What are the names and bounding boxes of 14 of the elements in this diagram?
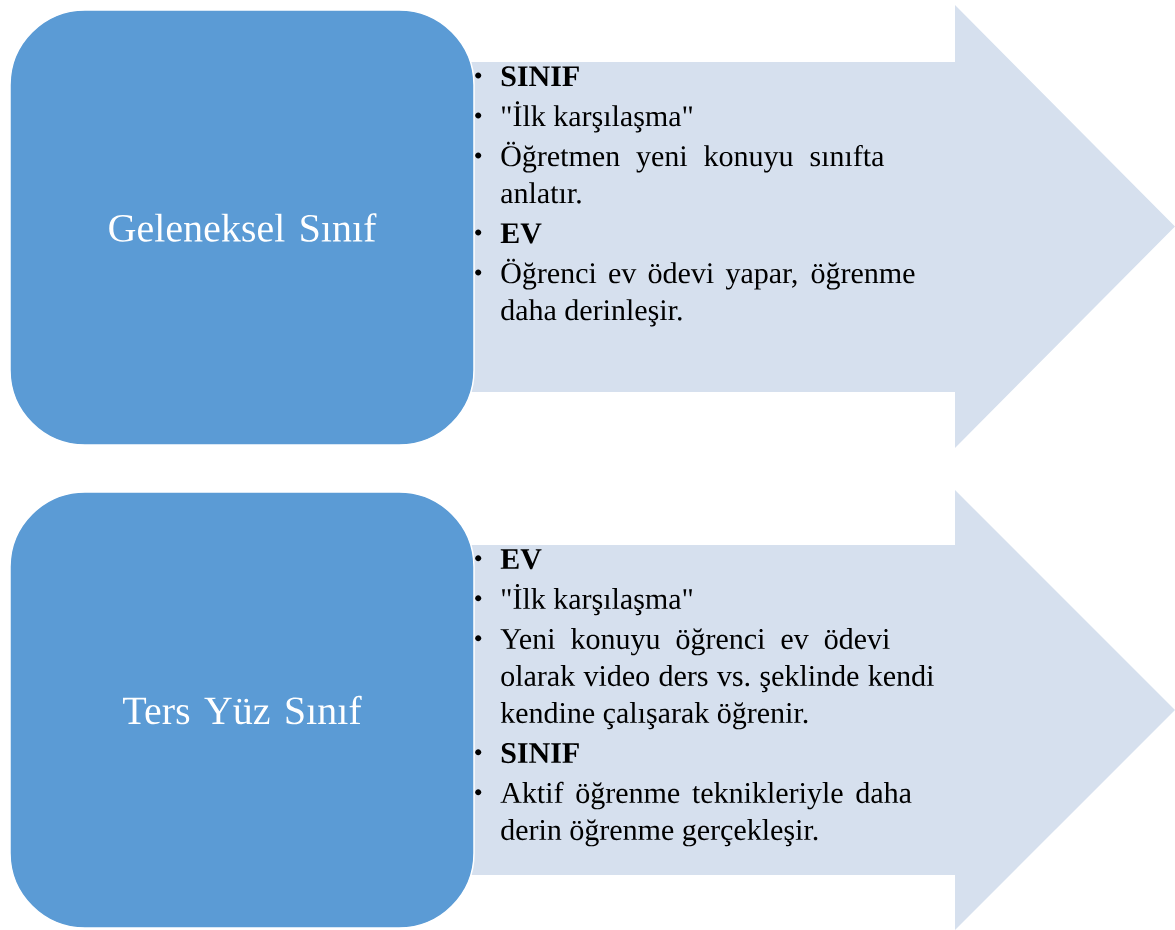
- list-item: Öğretmen yeni konuyu sınıfta anlatır.: [475, 141, 885, 204]
- list-item: EV: [475, 549, 542, 570]
- list-item: EV: [475, 223, 542, 244]
- list-item: "İlk karşılaşma": [475, 101, 692, 133]
- rounded-box: Ters Yüz Sınıf: [9, 491, 475, 929]
- rounded-box: Geleneksel Sınıf: [9, 9, 475, 446]
- list-item: Öğrenci ev ödevi yapar, öğrenme daha derinleşir.: [475, 258, 915, 327]
- list-item: Aktif öğrenme teknikleriyle daha derin öğrenme gerçekleşir.: [475, 781, 912, 847]
- list-item: SINIF: [475, 66, 579, 87]
- list-item: Yeni konuyu öğrenci ev ödevi olarak video ders vs. şeklinde kendi kendine çalışarak öğrenir.: [475, 628, 934, 730]
- arrow-shape: [470, 490, 1175, 930]
- list-item: SINIF: [475, 743, 579, 764]
- list-item: "İlk karşılaşma": [475, 584, 692, 616]
- arrow-shape: [470, 5, 1175, 448]
